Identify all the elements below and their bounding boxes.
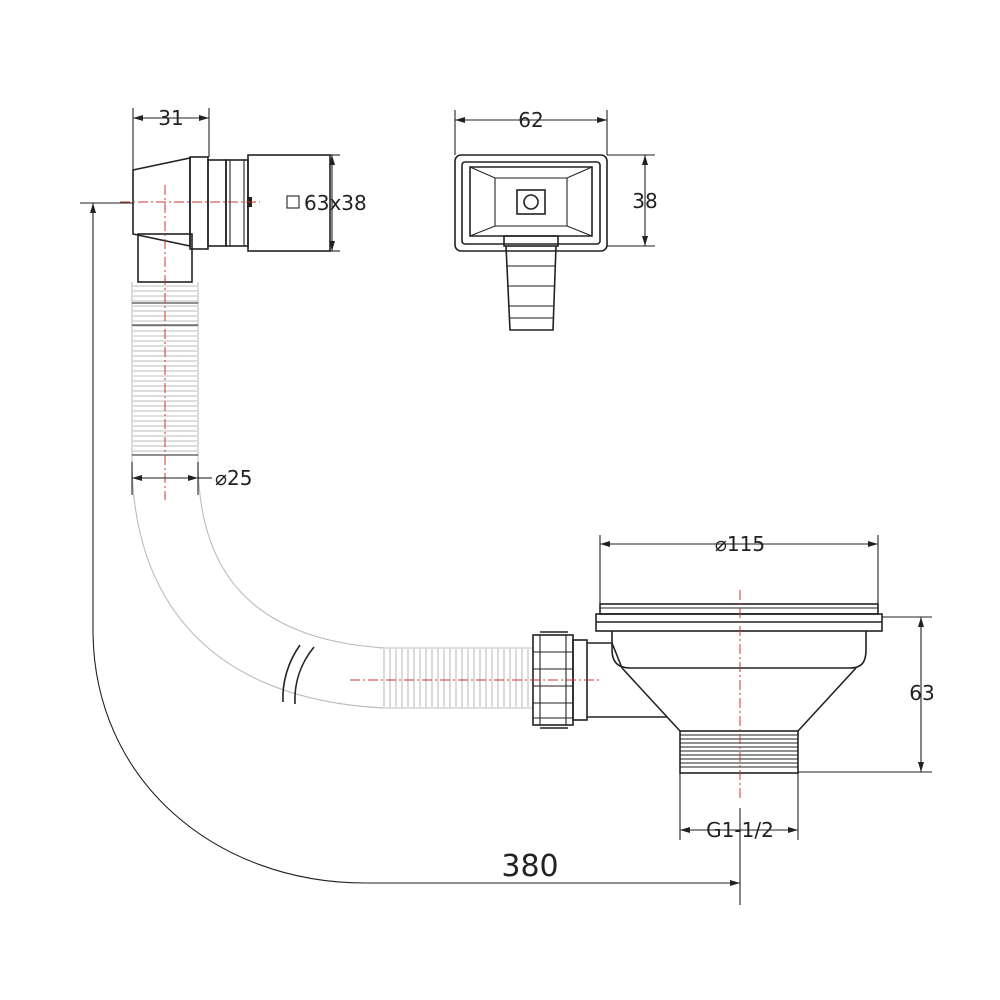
dimension-62-label: 62 xyxy=(518,108,543,132)
dimension-38-label: 38 xyxy=(632,189,657,213)
dimension-115: ⌀115 xyxy=(599,532,879,604)
dimension-115-label: ⌀115 xyxy=(715,532,765,556)
dimension-63x38: 63x38 xyxy=(286,154,367,252)
hose-bend xyxy=(131,459,386,709)
dimension-31: 31 xyxy=(132,106,210,170)
dimension-62: 62 xyxy=(454,108,608,155)
dimension-25: ⌀25 xyxy=(131,462,253,495)
dimension-38: 38 xyxy=(607,154,658,247)
dimension-63: 63 xyxy=(798,616,935,773)
overflow-outlet-side-view xyxy=(132,154,331,283)
dimension-63x38-label: 63x38 xyxy=(304,191,367,215)
dimension-380-label: 380 xyxy=(501,849,558,884)
hose-ribs-horizontal xyxy=(383,649,529,707)
strainer-basket xyxy=(595,603,883,774)
corrugated-hose-horizontal xyxy=(380,647,533,709)
dimension-380: 380 xyxy=(80,202,741,905)
dimension-g1-1-2: G1-1/2 xyxy=(679,773,799,842)
dimension-63-label: 63 xyxy=(909,681,934,705)
thread-lines xyxy=(680,734,798,768)
dimension-31-label: 31 xyxy=(158,106,183,130)
dimension-25-label: ⌀25 xyxy=(215,466,253,490)
overflow-outlet-front-view xyxy=(454,154,608,331)
